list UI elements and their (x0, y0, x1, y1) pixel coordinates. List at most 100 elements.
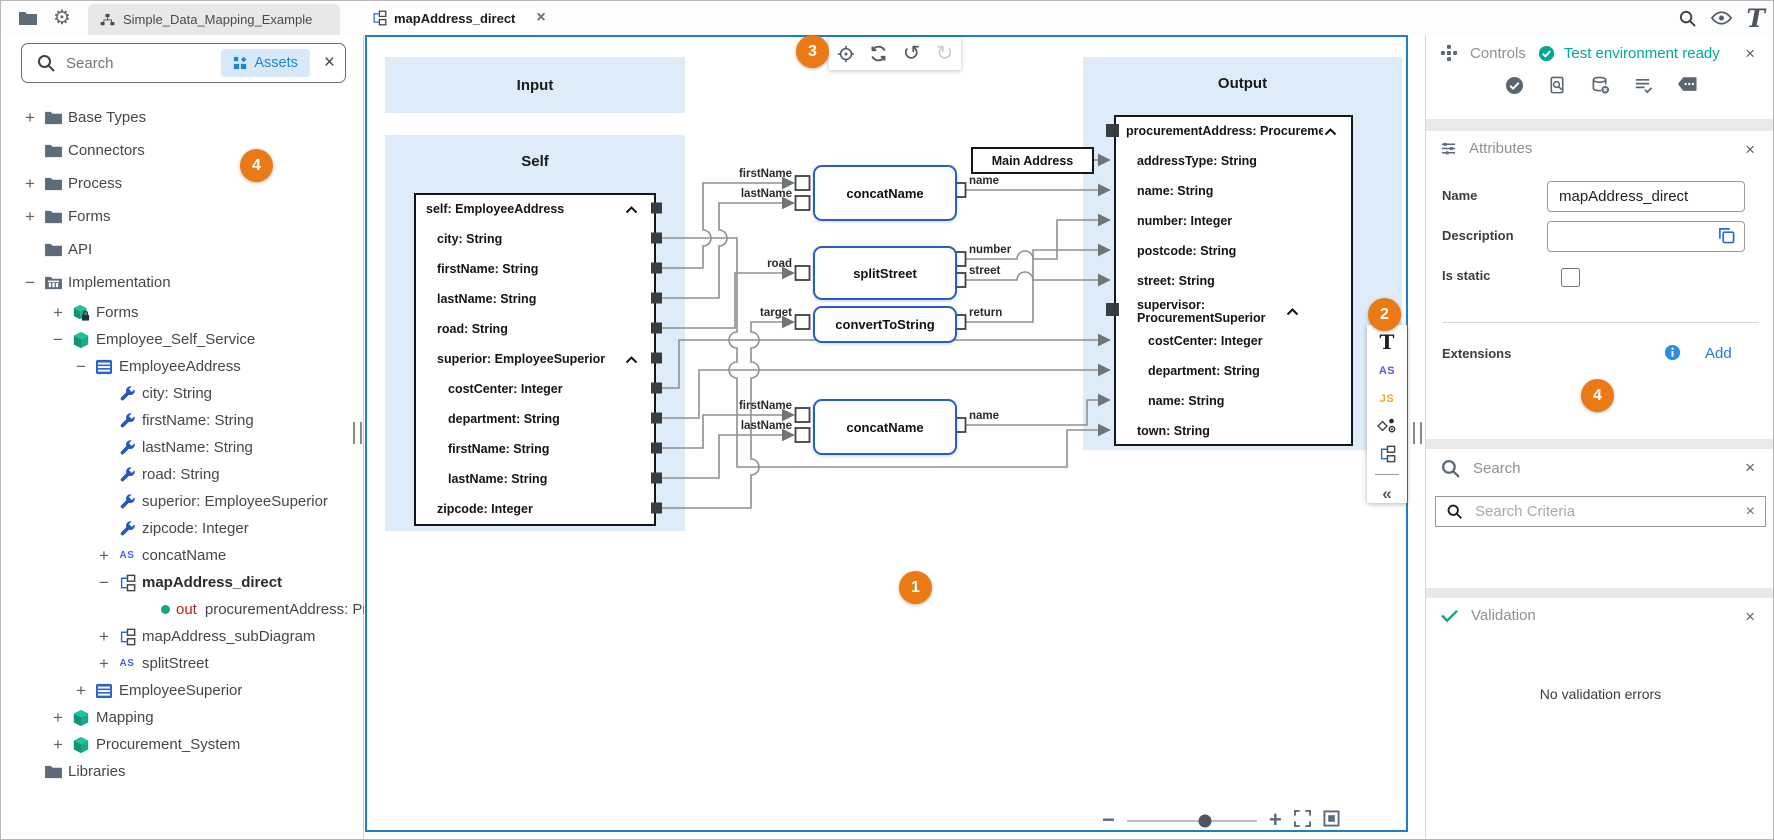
decision-tool-icon[interactable] (1377, 417, 1397, 436)
text-tool-icon[interactable]: T (1379, 330, 1395, 354)
output-field-department-string[interactable]: department: String (1116, 357, 1351, 387)
tree-item-mapaddress-subdiagram[interactable]: +mapAddress_subDiagram (1, 623, 364, 650)
collapse-icon[interactable] (1286, 308, 1299, 316)
tree-item-procurement-system[interactable]: +Procurement_System (1, 731, 364, 758)
panel-resize-handle[interactable] (1413, 422, 1422, 444)
tree-item-forms[interactable]: +Forms (1, 200, 364, 233)
description-field[interactable] (1547, 221, 1745, 252)
eye-icon[interactable] (1711, 11, 1733, 25)
appscript-tool-icon[interactable]: AS (1378, 365, 1396, 378)
info-icon[interactable] (1664, 344, 1681, 361)
test-results-icon[interactable] (1634, 76, 1653, 95)
tree-item-zipcode-integer[interactable]: zipcode: Integer (1, 515, 364, 542)
close-tab-icon[interactable]: × (536, 9, 546, 26)
self-field-superior-employeesuperior[interactable]: superior: EmployeeSuperior (416, 345, 654, 375)
tree-toggle-icon[interactable]: + (99, 653, 109, 673)
tree-toggle-icon[interactable]: + (25, 173, 35, 193)
tree-toggle-icon[interactable]: + (53, 734, 63, 754)
close-search-icon[interactable]: × (1745, 458, 1755, 477)
tree-toggle-icon[interactable]: − (25, 272, 35, 292)
clear-search-icon[interactable]: × (323, 52, 335, 73)
self-field-road-string[interactable]: road: String (416, 315, 654, 345)
tree-toggle-icon[interactable]: − (53, 329, 63, 349)
tree-item-base-types[interactable]: +Base Types (1, 101, 364, 134)
clear-criteria-icon[interactable]: × (1745, 502, 1755, 520)
collapse-icon[interactable] (625, 356, 638, 364)
self-field-firstname-string[interactable]: firstName: String (416, 435, 654, 465)
tree-item-api[interactable]: API (1, 233, 364, 266)
close-validation-icon[interactable]: × (1745, 607, 1755, 626)
output-field-number-integer[interactable]: number: Integer (1116, 207, 1351, 237)
self-field-lastname-string[interactable]: lastName: String (416, 285, 654, 315)
tree-item-connectors[interactable]: Connectors (1, 134, 364, 167)
node-concatname-2[interactable]: concatName (813, 399, 957, 455)
sidebar-search-box[interactable]: Search Assets × (21, 43, 346, 83)
collapse-icon[interactable] (1324, 128, 1337, 136)
is-static-checkbox[interactable] (1561, 268, 1580, 287)
output-field-postcode-string[interactable]: postcode: String (1116, 237, 1351, 267)
gear-icon[interactable]: ⚙ (53, 7, 71, 29)
run-check-icon[interactable] (1505, 76, 1524, 95)
node-converttostring[interactable]: convertToString (813, 306, 957, 343)
undo-icon[interactable]: ↺ (902, 42, 921, 65)
assets-filter-chip[interactable]: Assets (221, 49, 310, 77)
fullscreen-icon[interactable] (1293, 809, 1311, 832)
output-field-street-string[interactable]: street: String (1116, 267, 1351, 297)
output-field-supervisor[interactable]: supervisor:ProcurementSuperior (1116, 297, 1351, 327)
output-field-addresstype-string[interactable]: addressType: String (1116, 147, 1351, 177)
self-field-self-employeeaddress[interactable]: self: EmployeeAddress (416, 195, 654, 225)
tree-item-mapping[interactable]: +Mapping (1, 704, 364, 731)
tab-document[interactable]: mapAddress_direct × (361, 1, 546, 35)
constant-main-address[interactable]: Main Address (971, 147, 1094, 174)
tree-item-mapaddress-direct[interactable]: −mapAddress_direct (1, 569, 364, 596)
tree-item-road-string[interactable]: road: String (1, 461, 364, 488)
zoom-in-icon[interactable]: + (1268, 807, 1282, 832)
add-extension-button[interactable]: Add (1705, 345, 1732, 362)
tree-toggle-icon[interactable]: + (76, 680, 86, 700)
node-splitstreet[interactable]: splitStreet (813, 246, 957, 300)
output-field-name-string[interactable]: name: String (1116, 177, 1351, 207)
self-field-lastname-string[interactable]: lastName: String (416, 465, 654, 495)
global-search-icon[interactable] (1678, 9, 1697, 28)
inspect-document-icon[interactable] (1548, 76, 1567, 95)
tree-toggle-icon[interactable]: − (99, 572, 109, 592)
tree-item-employee-self-service[interactable]: −Employee_Self_Service (1, 326, 364, 353)
output-field-costcenter-integer[interactable]: costCenter: Integer (1116, 327, 1351, 357)
self-field-zipcode-integer[interactable]: zipcode: Integer (416, 495, 654, 525)
tree-toggle-icon[interactable]: + (25, 206, 35, 226)
tree-item-lastname-string[interactable]: lastName: String (1, 434, 364, 461)
output-field-name-string[interactable]: name: String (1116, 387, 1351, 417)
zoom-slider[interactable] (1126, 814, 1257, 827)
close-controls-icon[interactable]: × (1745, 44, 1755, 63)
tab-project[interactable]: Simple_Data_Mapping_Example (88, 4, 340, 35)
self-field-firstname-string[interactable]: firstName: String (416, 255, 654, 285)
zoom-out-icon[interactable]: − (1102, 807, 1115, 832)
tree-item-employeesuperior[interactable]: +EmployeeSuperior (1, 677, 364, 704)
fit-view-icon[interactable] (1323, 809, 1340, 832)
name-field[interactable] (1547, 181, 1745, 212)
self-field-city-string[interactable]: city: String (416, 225, 654, 255)
tree-toggle-icon[interactable]: − (76, 356, 86, 376)
close-attributes-icon[interactable]: × (1745, 140, 1755, 159)
output-field-procurementaddress-procurementaddress[interactable]: procurementAddress: ProcurementAddress (1116, 117, 1351, 147)
output-field-town-string[interactable]: town: String (1116, 417, 1351, 447)
tree-toggle-icon[interactable]: + (53, 302, 63, 322)
locate-icon[interactable] (834, 45, 858, 63)
tree-item-employeeaddress[interactable]: −EmployeeAddress (1, 353, 364, 380)
collapse-icon[interactable] (625, 206, 638, 214)
zoom-slider-thumb[interactable] (1198, 814, 1212, 827)
collapse-palette-icon[interactable]: « (1382, 484, 1392, 504)
sidebar-resize-handle[interactable] (353, 422, 362, 444)
tree-item-firstname-string[interactable]: firstName: String (1, 407, 364, 434)
tree-toggle-icon[interactable]: + (25, 107, 35, 127)
tree-item-forms[interactable]: +Forms (1, 299, 364, 326)
tree-item-libraries[interactable]: Libraries (1, 758, 364, 785)
clear-database-icon[interactable] (1591, 76, 1610, 95)
tree-item-city-string[interactable]: city: String (1, 380, 364, 407)
tree-item-process[interactable]: +Process (1, 167, 364, 200)
